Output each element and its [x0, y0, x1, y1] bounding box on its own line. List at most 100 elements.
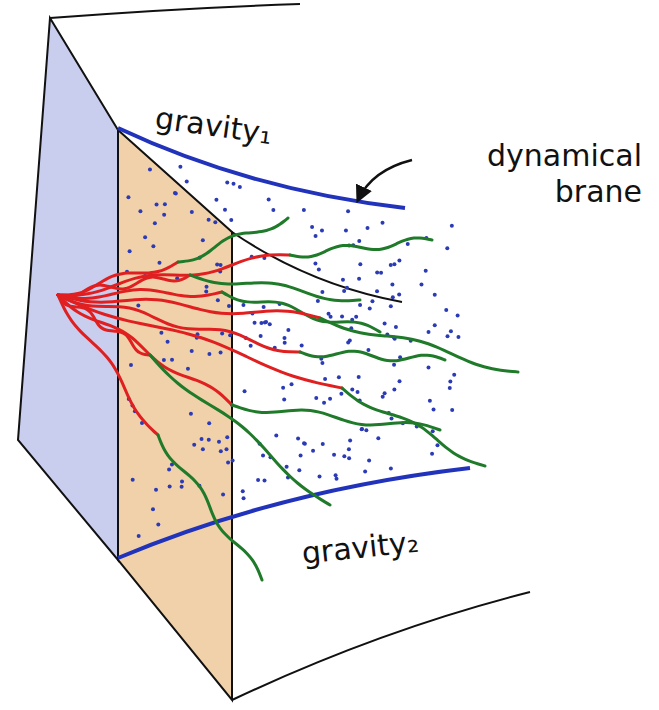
particle-dot	[381, 395, 385, 399]
particle-dot	[357, 375, 361, 379]
particle-dot	[220, 332, 224, 336]
particle-dot	[137, 534, 141, 538]
particle-dot	[300, 343, 304, 347]
particle-dot	[302, 441, 306, 445]
particle-dot	[232, 182, 236, 186]
lower-curve	[232, 592, 530, 700]
particle-dot	[397, 292, 401, 296]
particle-dot	[162, 358, 166, 362]
particle-dot	[383, 321, 387, 325]
particle-dot	[215, 263, 219, 267]
particle-dot	[285, 465, 289, 469]
particle-dot	[446, 334, 450, 338]
particle-dot	[267, 197, 271, 201]
particle-dot	[259, 334, 263, 338]
particle-dot	[238, 185, 242, 189]
particle-dot	[337, 375, 341, 379]
particle-dot	[157, 261, 161, 265]
particle-dot	[314, 234, 318, 238]
particle-dot	[173, 191, 177, 195]
particle-dot	[256, 478, 260, 482]
green-ray	[190, 275, 360, 301]
particle-dot	[432, 408, 436, 412]
particle-dot	[376, 436, 380, 440]
particle-dot	[450, 408, 454, 412]
particle-dot	[342, 289, 346, 293]
particle-dot	[435, 443, 439, 447]
particle-dot	[394, 325, 398, 329]
particle-dot	[302, 208, 306, 212]
red-ray	[58, 255, 290, 295]
particle-dot	[456, 313, 460, 317]
particle-dot	[241, 489, 245, 493]
particle-dot	[339, 392, 343, 396]
particle-dot	[358, 303, 362, 307]
particle-dot	[207, 352, 211, 356]
particle-dot	[389, 304, 393, 308]
particle-dot	[310, 225, 314, 229]
particle-dot	[205, 285, 209, 289]
particle-dot	[207, 421, 211, 425]
particle-dot	[320, 228, 324, 232]
particle-dot	[320, 361, 324, 365]
particle-dot	[129, 363, 133, 367]
middle-curve	[232, 232, 402, 302]
particle-dot	[148, 167, 152, 171]
particle-dot	[271, 208, 275, 212]
particle-dot	[452, 373, 456, 377]
particle-dot	[345, 286, 349, 290]
particle-dot	[282, 398, 286, 402]
particle-dot	[392, 262, 396, 266]
particle-dot	[219, 263, 223, 267]
particle-dot	[200, 437, 204, 441]
particle-dot	[192, 443, 196, 447]
particle-dot	[243, 389, 247, 393]
particle-dot	[283, 341, 287, 345]
particle-dot	[136, 304, 140, 308]
region-label: gravity₂	[300, 517, 483, 572]
particle-dot	[227, 304, 231, 308]
particle-dot	[350, 388, 354, 392]
outer-curve	[50, 4, 300, 18]
particle-dot	[204, 289, 208, 293]
particle-dot	[367, 459, 371, 463]
particle-dot	[346, 341, 350, 345]
particle-dot	[241, 303, 245, 307]
red-ray	[58, 295, 232, 405]
particle-dot	[226, 461, 230, 465]
particle-dot	[297, 468, 301, 472]
particle-dot	[207, 438, 211, 442]
particle-dot	[356, 390, 360, 394]
particle-dot	[225, 435, 229, 439]
particle-dot	[346, 209, 350, 213]
particle-dot	[354, 315, 358, 319]
particle-dot	[363, 470, 367, 474]
particle-dot	[314, 396, 318, 400]
particle-dot	[392, 387, 396, 391]
red-ray	[58, 295, 150, 355]
particle-dot	[357, 277, 361, 281]
particle-dot	[168, 485, 172, 489]
particle-dot	[383, 391, 387, 395]
particle-dot	[392, 363, 396, 367]
particle-dot	[444, 308, 448, 312]
particle-dot	[427, 366, 431, 370]
particle-dot	[427, 330, 431, 334]
green-ray	[158, 435, 262, 580]
green-ray	[300, 351, 445, 361]
particle-dot	[335, 477, 339, 481]
particle-dot	[156, 522, 160, 526]
particle-dot	[419, 283, 423, 287]
particle-dot	[263, 478, 267, 482]
particle-dot	[389, 467, 393, 471]
particle-dot	[155, 202, 159, 206]
particle-dot	[253, 321, 257, 325]
particle-dot	[296, 437, 300, 441]
particle-dot	[185, 180, 189, 184]
particle-dot	[311, 449, 315, 453]
particle-dot	[360, 427, 364, 431]
particle-dot	[322, 401, 326, 405]
particle-dot	[379, 271, 383, 275]
particle-dot	[328, 397, 332, 401]
particle-dot	[445, 246, 449, 250]
